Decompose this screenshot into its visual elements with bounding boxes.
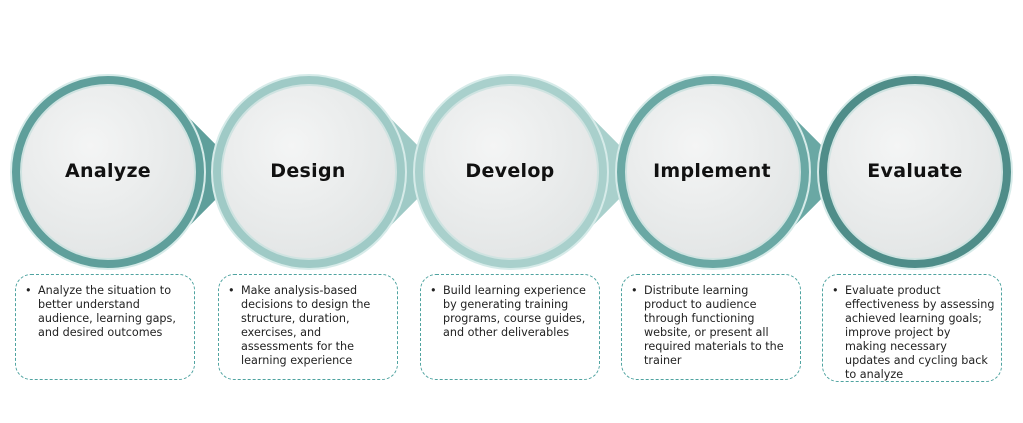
inner-circle bbox=[625, 84, 801, 260]
stage-title-analyze: Analyze bbox=[65, 160, 151, 182]
stage-title-evaluate: Evaluate bbox=[867, 160, 963, 182]
description-box-develop: • Build learning experience by generating… bbox=[420, 274, 600, 380]
stage-node-design bbox=[211, 74, 444, 270]
stage-title-implement: Implement bbox=[653, 160, 771, 182]
stage-node-implement bbox=[615, 74, 848, 270]
inner-circle bbox=[827, 84, 1003, 260]
bullet: • bbox=[631, 284, 638, 297]
bullet: • bbox=[25, 284, 32, 297]
inner-circle bbox=[423, 84, 599, 260]
description-text: Make analysis-based decisions to design … bbox=[241, 284, 371, 367]
description-box-implement: • Distribute learning product to audience… bbox=[621, 274, 801, 380]
stage-node-evaluate bbox=[817, 74, 1013, 270]
stage-node-develop bbox=[413, 74, 646, 270]
stage-node-analyze bbox=[10, 74, 243, 270]
stage-title-develop: Develop bbox=[465, 160, 555, 182]
bullet: • bbox=[832, 284, 839, 297]
inner-circle bbox=[20, 84, 196, 260]
description-box-design: • Make analysis-based decisions to design… bbox=[218, 274, 398, 380]
description-text: Analyze the situation to better understa… bbox=[38, 284, 176, 339]
bullet: • bbox=[228, 284, 235, 297]
stage-title-design: Design bbox=[270, 160, 346, 182]
description-text: Distribute learning product to audience … bbox=[644, 284, 784, 367]
description-text: Build learning experience by generating … bbox=[443, 284, 586, 339]
inner-circle bbox=[221, 84, 397, 260]
description-box-evaluate: • Evaluate product effectiveness by asses… bbox=[822, 274, 1002, 382]
description-text: Evaluate product effectiveness by assess… bbox=[845, 284, 995, 381]
description-box-analyze: • Analyze the situation to better underst… bbox=[15, 274, 195, 380]
bullet: • bbox=[430, 284, 437, 297]
